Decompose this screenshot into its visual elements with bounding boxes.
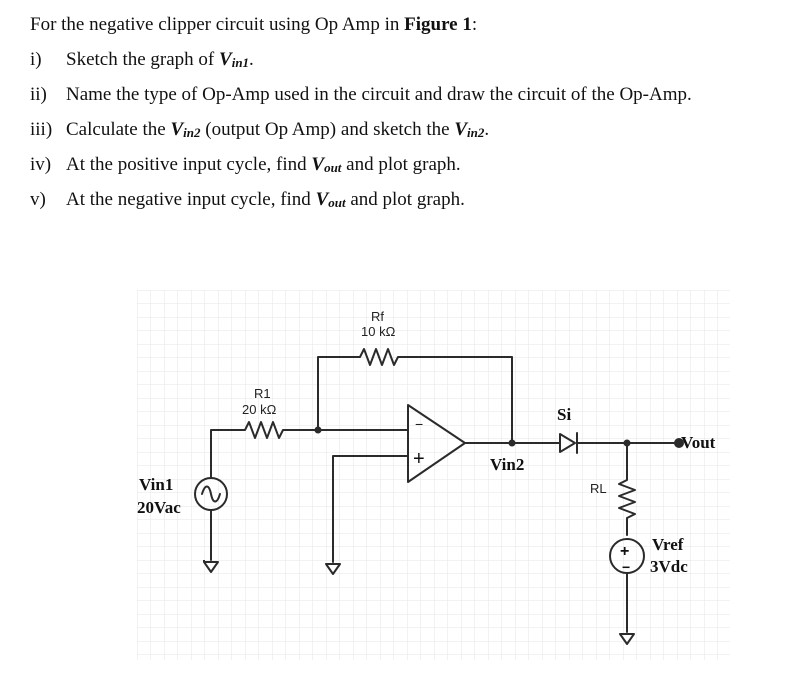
variable-symbol: V [311,154,325,175]
ac-sine-icon [201,485,221,503]
junction-dot [314,426,322,434]
diode-label: Si [557,405,571,424]
variable-subscript: in2 [183,125,201,140]
item-number: iii) [30,119,53,140]
vref-plus-sign: + [620,543,629,560]
variable-subscript: out [324,160,342,175]
input-wire [210,429,241,479]
schematic-grid [137,290,730,660]
item-text-part: . [249,49,254,70]
feedback-wire-left [317,356,356,431]
item-text-part: Sketch the graph of [66,49,220,70]
variable-symbol: V [454,119,468,140]
r1-resistor [239,421,291,439]
item-number: iv) [30,154,52,175]
item-text-part: . [484,119,490,140]
variable-subscript: out [328,195,346,210]
vin2-label: Vin2 [490,455,524,474]
item-text-part: and plot graph. [341,154,461,175]
vin1-value-label: 20Vac [137,498,181,517]
ground-icon [325,563,341,575]
rf-value-label: 10 kΩ [361,324,396,339]
variable-symbol: V [315,189,329,210]
variable-subscript: in1 [231,55,250,70]
item-text: Sketch the graph of Vin1. [66,49,254,71]
opamp-plus-sign: + [413,448,425,470]
variable-subscript: in2 [467,125,485,140]
noninverting-input-wire [332,455,409,563]
rl-resistor [618,475,636,523]
intro-text: For the negative clipper circuit using O… [30,14,405,35]
rl-label: RL [590,481,607,496]
r1-value-label: 20 kΩ [242,402,277,417]
item-text-part: At the positive input cycle, find [66,154,312,175]
item-text-part: At the negative input cycle, find [66,189,316,210]
intro-colon: : [471,14,478,35]
vout-terminal-dot [674,438,684,448]
item-number: i) [30,49,42,70]
item-number: ii) [30,84,47,105]
feedback-wire-right [402,356,513,441]
vref-minus-sign: − [622,559,630,575]
variable-symbol: V [219,49,232,70]
vout-label: Vout [681,433,716,452]
question-intro: For the negative clipper circuit using O… [30,14,477,36]
item-text: Name the type of Op-Amp used in the circ… [66,84,692,105]
op-amp-symbol [407,404,466,483]
vref-label: Vref [652,535,684,554]
opamp-minus-sign: − [415,416,423,432]
item-text: At the negative input cycle, find Vout a… [66,189,465,211]
item-text: Calculate the Vin2 (output Op Amp) and s… [66,119,489,141]
figure-reference: Figure 1 [404,14,472,35]
ground-icon [203,560,219,573]
item-text: At the positive input cycle, find Vout a… [66,154,461,176]
vref-value-label: 3Vdc [650,557,688,576]
item-number: v) [30,189,46,210]
item-text-part: and plot graph. [345,189,465,210]
item-text-part: (output Op Amp) and sketch the [200,119,455,140]
junction-dot [508,439,516,447]
ground-icon [619,633,635,645]
r1-name-label: R1 [254,386,271,401]
vin1-label: Vin1 [139,475,173,494]
rf-resistor [354,348,404,366]
item-text-part: Calculate the [66,119,171,140]
variable-symbol: V [170,119,184,140]
rf-name-label: Rf [371,309,384,324]
junction-dot [623,439,631,447]
